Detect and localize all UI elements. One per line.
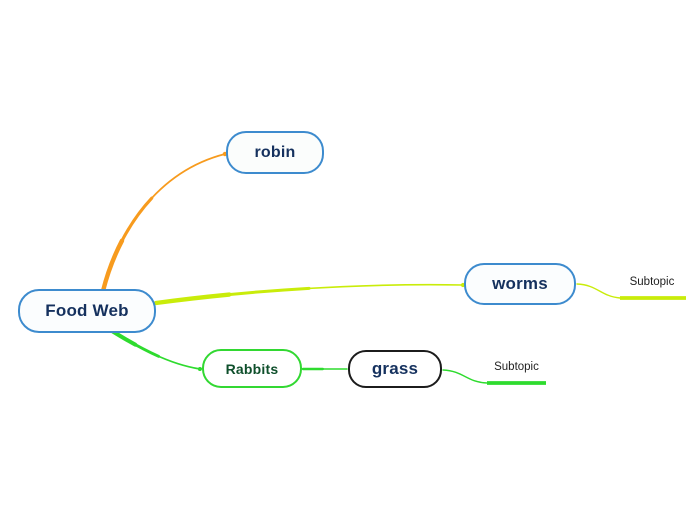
node-grass-label: grass: [371, 359, 419, 378]
node-food-web-label: Food Web: [45, 301, 129, 320]
node-robin[interactable]: robin: [226, 131, 324, 174]
branch-foodweb-robin: [100, 151, 228, 294]
branch-foodweb-rabbits: [110, 329, 202, 371]
branch-foodweb-worms: [153, 282, 466, 306]
subtopic-worms-child[interactable]: Subtopic: [629, 276, 675, 288]
node-rabbits[interactable]: Rabbits: [202, 349, 302, 388]
node-grass[interactable]: grass: [348, 350, 442, 388]
node-worms-label: worms: [492, 274, 548, 293]
subtopic-grass-child[interactable]: Subtopic: [494, 361, 539, 373]
node-rabbits-label: Rabbits: [225, 360, 279, 377]
node-robin-label: robin: [254, 143, 296, 161]
node-worms[interactable]: worms: [464, 263, 576, 305]
node-food-web[interactable]: Food Web: [18, 289, 156, 333]
